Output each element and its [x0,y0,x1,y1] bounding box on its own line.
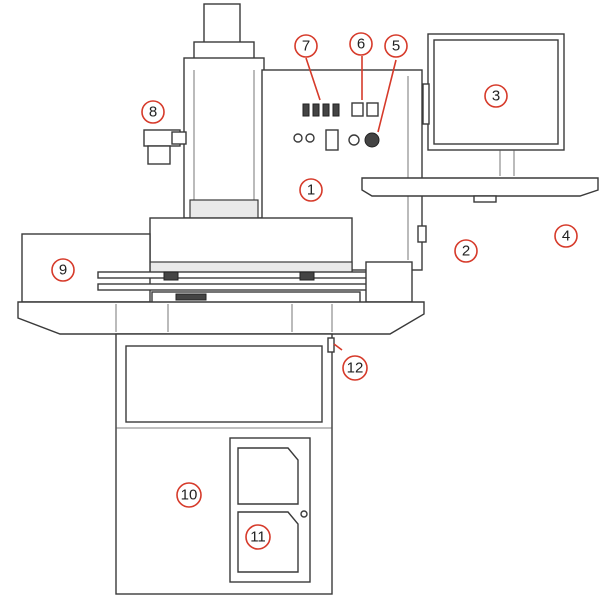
base-plate [17,301,425,335]
callout-2-label: 2 [462,243,470,260]
panel-switch-4 [332,103,340,117]
callout-10-label: 10 [181,487,198,504]
panel-indicator-2 [366,102,379,117]
callout-1: 1 [299,178,323,202]
callout-4: 4 [554,224,578,248]
callout-1-label: 1 [307,182,315,199]
probe-body [147,145,171,165]
z-axis-column [183,57,265,219]
callout-12-label: 12 [347,360,364,377]
callout-7-label: 7 [302,38,310,55]
callout-2: 2 [454,239,478,263]
left-enclosure [21,233,151,303]
panel-switch-1 [302,103,310,117]
spindle-motor-top [203,3,241,45]
callout-9: 9 [51,258,75,282]
callout-3: 3 [484,84,508,108]
panel-display [325,129,339,151]
callout-10: 10 [176,482,202,508]
callout-4-label: 4 [562,228,570,245]
callout-11-label: 11 [250,529,266,546]
callout-9-label: 9 [59,262,67,279]
z-axis-carriage [189,199,259,219]
callout-8: 8 [141,100,165,124]
work-table-rail-top [97,271,411,279]
panel-knob [348,134,360,146]
callout-3-label: 3 [492,88,500,105]
callout-12: 12 [342,355,368,381]
panel-switch-2 [312,103,320,117]
panel-switch-3 [322,103,330,117]
callout-5-label: 5 [392,38,400,55]
callout-11: 11 [245,524,271,550]
keyboard-tray [361,177,599,197]
callout-5: 5 [384,34,408,58]
emergency-stop [364,132,380,148]
door-window-top [237,447,299,505]
work-table-rail-bottom [97,283,411,291]
callout-8-label: 8 [149,104,157,121]
panel-indicator-1 [351,102,364,117]
callout-6: 6 [349,32,373,56]
door-handle [300,510,308,518]
callout-6-label: 6 [357,36,365,53]
callout-7: 7 [294,34,318,58]
